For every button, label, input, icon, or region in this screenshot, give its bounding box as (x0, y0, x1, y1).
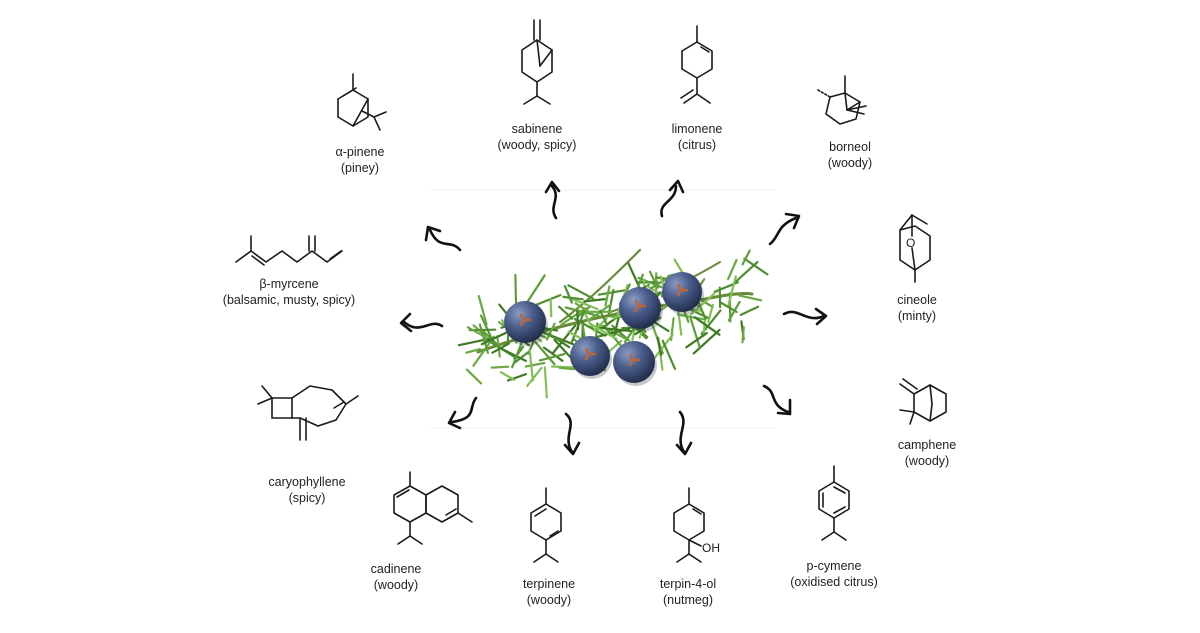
compound-aroma: (piney) (250, 160, 470, 176)
compound-aroma: (woody) (817, 453, 1037, 469)
structure-terpin-4-ol (674, 488, 704, 562)
structure-sabinene (522, 20, 552, 104)
arrow-to-sabinene (546, 182, 559, 218)
compound-aroma: (oxidised citrus) (724, 574, 944, 590)
structure-borneol (818, 76, 866, 124)
arrow-to-a-pinene (426, 227, 460, 250)
structure-camphene (900, 379, 946, 424)
compound-name: camphene (817, 437, 1037, 453)
hydroxyl-label: OH (702, 541, 720, 555)
label-borneol: borneol (woody) (740, 139, 960, 171)
compound-aroma: (woody) (740, 155, 960, 171)
compound-name: p-cymene (724, 558, 944, 574)
label-b-myrcene: β-myrcene (balsamic, musty, spicy) (179, 276, 399, 308)
compound-name: cineole (807, 292, 1027, 308)
juniper-branch-image (459, 250, 768, 397)
compound-name: limonene (587, 121, 807, 137)
arrow-to-camphene (764, 386, 790, 414)
oxygen-atom-label: O (906, 236, 915, 250)
arrow-to-b-myrcene (401, 314, 442, 331)
arrow-to-limonene (661, 181, 683, 216)
compound-name: caryophyllene (197, 474, 417, 490)
arrow-to-caryophyllene (449, 398, 476, 428)
compound-name: cadinene (286, 561, 506, 577)
compound-aroma: (minty) (807, 308, 1027, 324)
structure-p-cymene (819, 466, 849, 540)
compound-aroma: (spicy) (197, 490, 417, 506)
label-caryophyllene: caryophyllene (spicy) (197, 474, 417, 506)
label-cineole: cineole (minty) (807, 292, 1027, 324)
arrow-to-terpin-4-ol (677, 412, 691, 454)
compound-name: borneol (740, 139, 960, 155)
arrow-to-borneol (770, 214, 799, 244)
compound-name: β-myrcene (179, 276, 399, 292)
compound-aroma: (balsamic, musty, spicy) (179, 292, 399, 308)
structure-limonene (681, 26, 712, 103)
label-camphene: camphene (woody) (817, 437, 1037, 469)
label-p-cymene: p-cymene (oxidised citrus) (724, 558, 944, 590)
compound-aroma: (nutmeg) (578, 592, 798, 608)
structure-b-myrcene (236, 236, 342, 265)
structure-caryophyllene (258, 386, 358, 440)
structure-a-pinene (338, 74, 386, 130)
structure-terpinene (531, 488, 561, 562)
arrow-to-terpinene (565, 414, 579, 454)
